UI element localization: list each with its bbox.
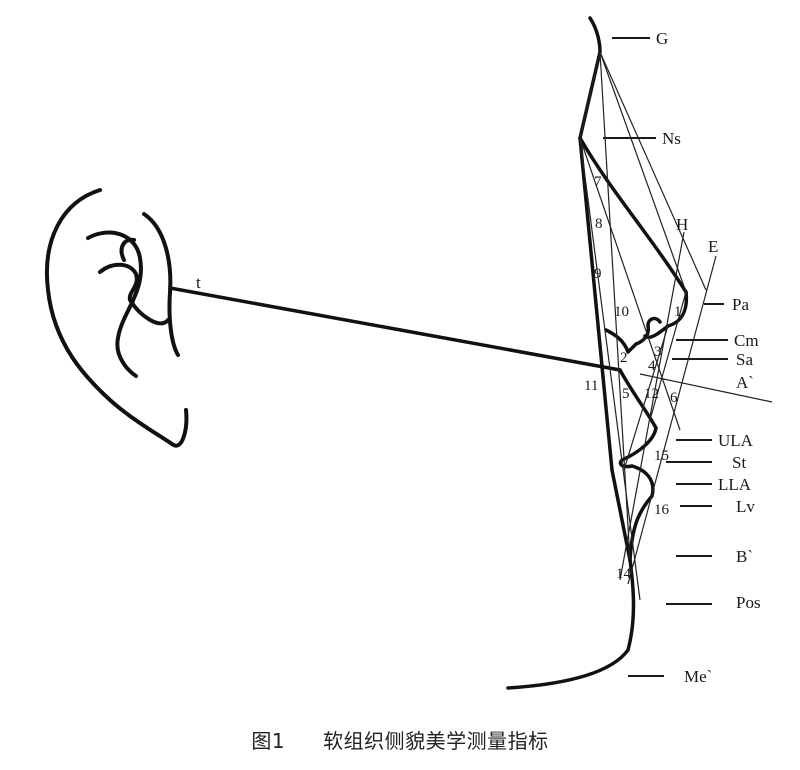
label-st: St	[732, 453, 746, 472]
angle-1: 1	[674, 304, 682, 320]
label-cm: Cm	[734, 331, 759, 350]
ear-antihelix	[142, 212, 180, 357]
angle-15: 15	[654, 448, 669, 464]
cm-to-lip-line	[623, 325, 669, 471]
g-to-pa-line	[599, 51, 687, 293]
figure-number: 图1	[251, 729, 286, 753]
soft-tissue-nasion-to-lip-line	[578, 136, 614, 472]
label-lla: LLA	[718, 475, 752, 494]
measurement-numbers: 1 2 3 4 5 6 7 8 9 10 11 12 14 15 16	[584, 174, 682, 582]
label-me-prime: Me`	[684, 667, 712, 686]
angle-3: 3	[654, 344, 662, 360]
g-to-ns-line	[579, 51, 601, 139]
label-t: t	[196, 273, 201, 292]
ear-concha	[98, 262, 170, 326]
angle-4: 4	[648, 358, 656, 374]
upper-lip-contour	[618, 368, 658, 469]
forehead-contour	[578, 16, 602, 140]
label-pa: Pa	[732, 295, 749, 314]
angle-7: 7	[594, 174, 602, 190]
columella-alar	[604, 316, 662, 354]
landmark-leaders	[603, 37, 728, 677]
label-ula: ULA	[718, 431, 754, 450]
reference-lines	[579, 51, 717, 601]
angle-5: 5	[622, 386, 630, 402]
ear-drawing	[45, 188, 189, 448]
angle-16: 16	[654, 502, 670, 518]
angle-6: 6	[670, 390, 678, 406]
angle-11: 11	[584, 378, 598, 394]
chin-neck-contour	[506, 558, 636, 690]
label-g: G	[656, 29, 668, 48]
ear-inner-fold	[86, 230, 143, 378]
landmark-labels: G Ns H E Pa Cm Sa A` ULA St LLA Lv B` Po…	[196, 29, 761, 686]
angle-8: 8	[595, 216, 603, 232]
angle-9: 9	[594, 266, 602, 282]
label-h: H	[676, 215, 688, 234]
figure-title: 软组织侧貌美学测量指标	[323, 729, 549, 753]
nose-dorsum	[578, 136, 688, 294]
angle-2: 2	[620, 350, 628, 366]
ear-tragus-curl	[119, 237, 136, 262]
angle-12: 12	[644, 386, 659, 402]
h-line	[619, 231, 685, 581]
label-b-prime: B`	[736, 547, 753, 566]
label-lv: Lv	[736, 497, 755, 516]
angle-14: 14	[616, 566, 632, 582]
tragus-line	[168, 286, 622, 372]
label-a-prime: A`	[736, 373, 754, 392]
ns-to-chin-line	[579, 137, 641, 601]
g-to-chin-line	[599, 51, 631, 561]
figure-caption: 图1 软组织侧貌美学测量指标	[0, 725, 800, 754]
e-line	[627, 255, 717, 585]
g-to-e-line	[599, 51, 707, 291]
label-e: E	[708, 237, 718, 256]
facial-profile	[506, 16, 689, 690]
angle-10: 10	[614, 304, 629, 320]
label-pos: Pos	[736, 593, 761, 612]
ns-to-st-line	[579, 137, 681, 431]
label-ns: Ns	[662, 129, 681, 148]
pa-to-lip-line	[649, 291, 687, 421]
ear-outer-helix	[45, 188, 189, 448]
label-sa: Sa	[736, 350, 753, 369]
